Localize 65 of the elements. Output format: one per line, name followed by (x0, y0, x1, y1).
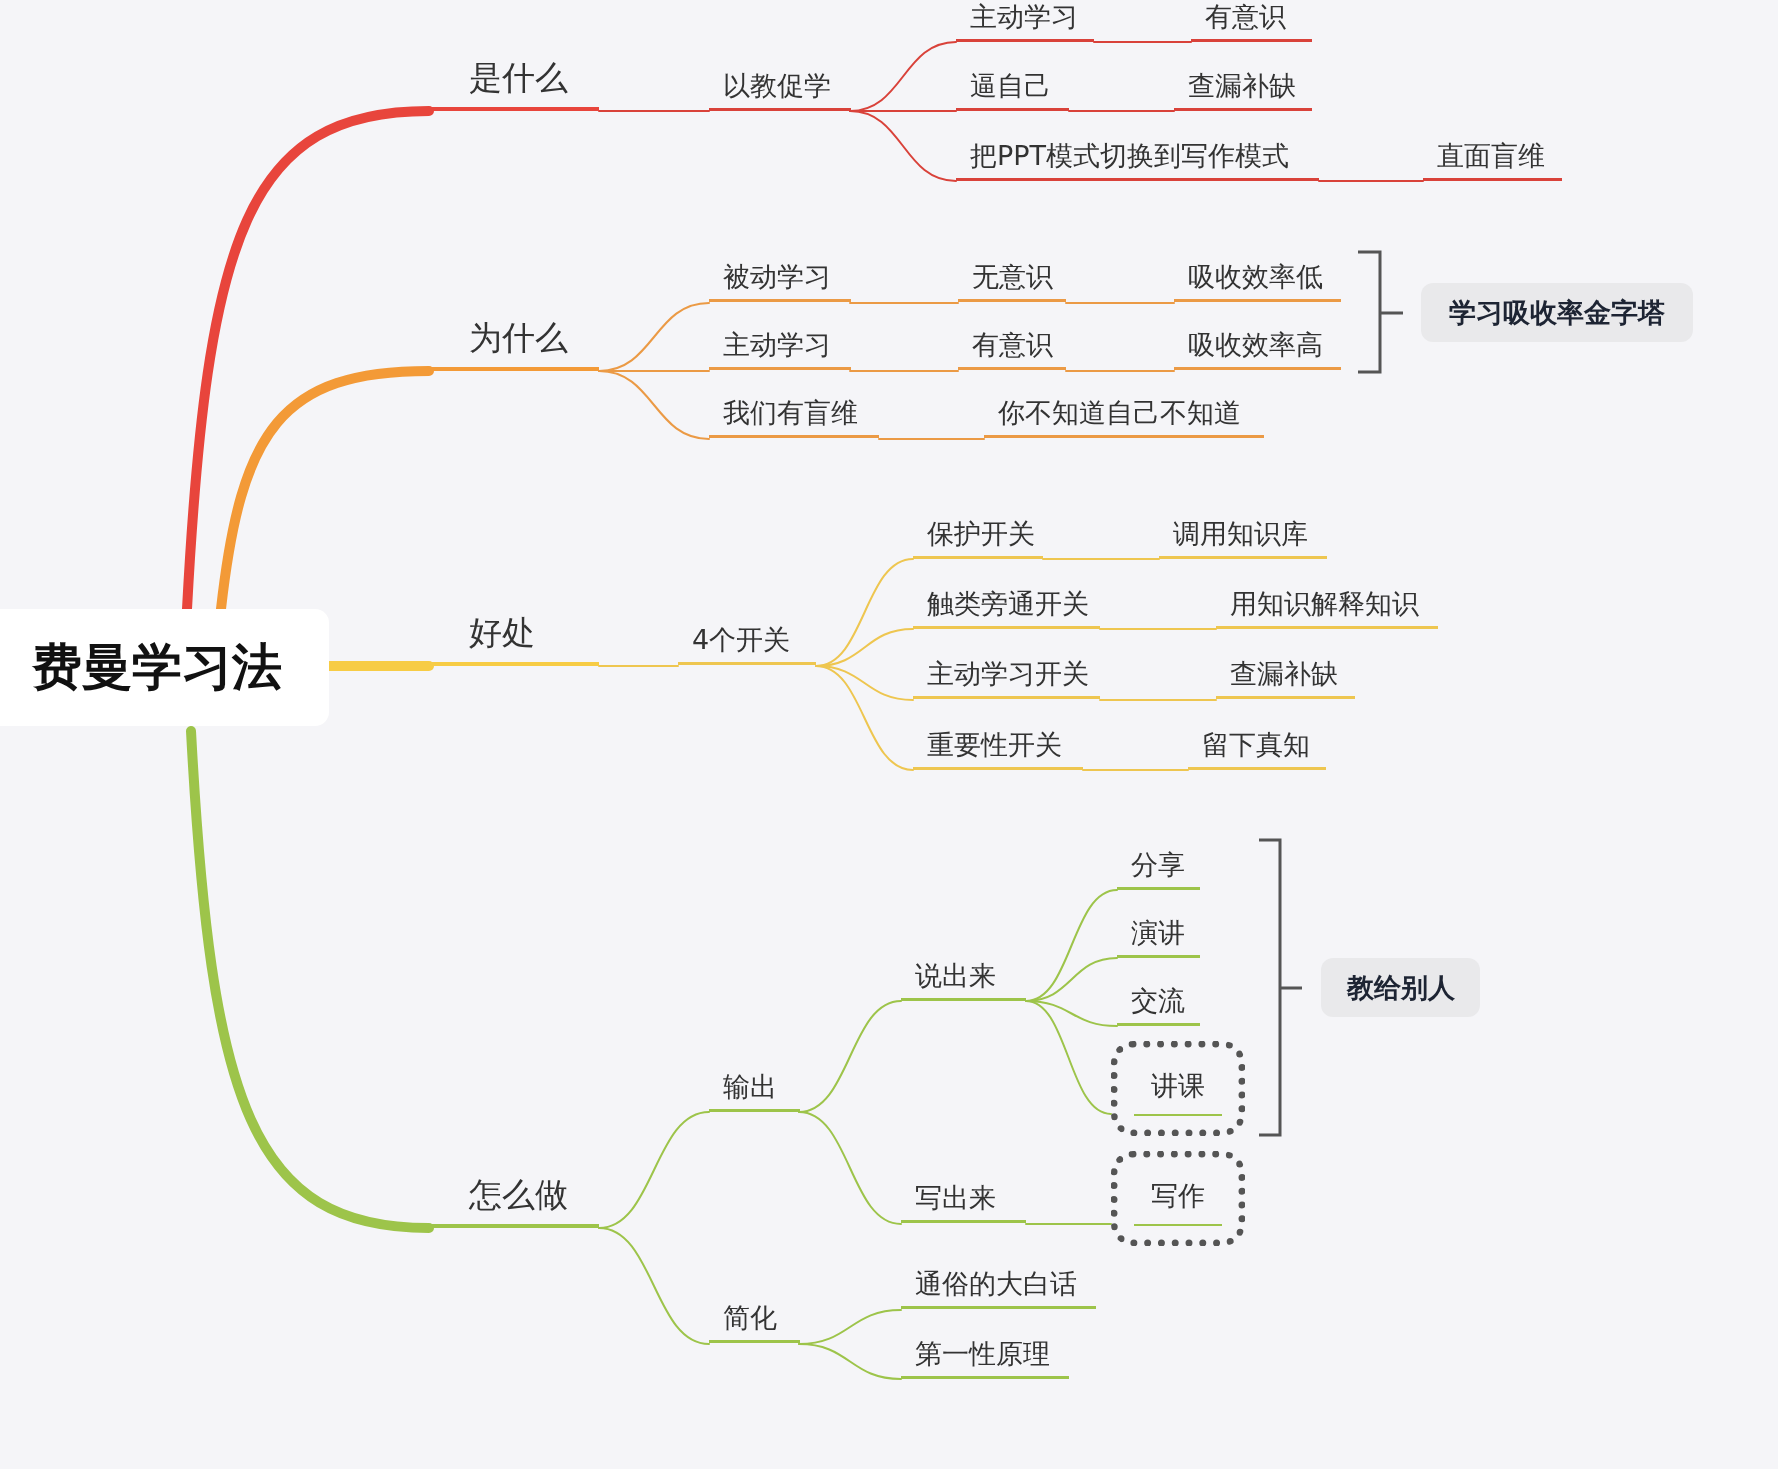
topic-label: 重要性开关 (913, 725, 1083, 770)
topic-label: 触类旁通开关 (913, 584, 1100, 629)
connector (1065, 370, 1175, 372)
topic-label: 查漏补缺 (1216, 654, 1355, 699)
topic-label: 直面盲维 (1423, 136, 1562, 181)
topic-label: 有意识 (958, 325, 1066, 370)
connector (849, 110, 957, 182)
topic-label: 我们有盲维 (709, 393, 879, 438)
topic-label: 怎么做 (429, 1169, 599, 1228)
topic-label: 吸收效率高 (1174, 325, 1341, 370)
dotted-topic-box: 写作 (1111, 1151, 1245, 1246)
topic-label: 是什么 (429, 52, 599, 111)
topic-label: 以教促学 (709, 66, 851, 111)
topic-label: 保护开关 (913, 514, 1043, 559)
topic-label: 为什么 (429, 312, 599, 371)
topic-label: 交流 (1117, 981, 1200, 1026)
connector (1065, 302, 1175, 304)
topic-label: 无意识 (958, 257, 1066, 302)
connector (1318, 180, 1424, 182)
topic-label: 演讲 (1117, 913, 1200, 958)
topic-label: 主动学习 (956, 0, 1094, 42)
topic-label: 主动学习 (709, 325, 851, 370)
topic-label: 吸收效率低 (1174, 257, 1341, 302)
topic-label: 简化 (709, 1298, 800, 1343)
connector (1068, 110, 1175, 112)
topic-label: 有意识 (1191, 0, 1312, 42)
topic-label: 你不知道自己不知道 (984, 393, 1264, 438)
dotted-topic-box: 讲课 (1111, 1041, 1245, 1136)
topic-label: 分享 (1117, 845, 1200, 890)
topic-label: 说出来 (901, 956, 1026, 1001)
connector (815, 665, 914, 771)
connector (878, 438, 985, 440)
connector (849, 370, 959, 372)
topic-label: 留下真知 (1188, 725, 1326, 770)
connector (1099, 628, 1217, 630)
topic-label: 好处 (429, 607, 599, 666)
connector (1025, 1223, 1112, 1225)
topic-label: 调用知识库 (1159, 514, 1327, 559)
topic-label: 第一性原理 (901, 1334, 1069, 1379)
topic-label: 把PPT模式切换到写作模式 (956, 136, 1319, 181)
connector (1099, 699, 1217, 701)
connector (849, 302, 959, 304)
connector (1082, 769, 1189, 771)
topic-label: 写出来 (901, 1178, 1026, 1223)
branch-connector (186, 726, 434, 1233)
connector (1093, 41, 1192, 43)
connector (598, 370, 710, 440)
topic-label: 用知识解释知识 (1216, 584, 1438, 629)
topic-label: 4个开关 (678, 620, 816, 665)
connector (798, 1111, 902, 1225)
topic-label: 通俗的大白话 (901, 1264, 1096, 1309)
connector (598, 1227, 710, 1345)
topic-label: 逼自己 (956, 66, 1069, 111)
summary-box: 教给别人 (1321, 958, 1480, 1017)
summary-box: 学习吸收率金字塔 (1421, 283, 1693, 342)
connector (1025, 1000, 1112, 1115)
connector (798, 1343, 902, 1380)
topic-label: 被动学习 (709, 257, 851, 302)
connector (1042, 558, 1160, 560)
central-topic-box: 费曼学习法 (0, 609, 329, 726)
topic-label: 主动学习开关 (913, 654, 1100, 699)
connector (598, 110, 710, 112)
topic-label: 输出 (709, 1067, 800, 1112)
topic-label: 查漏补缺 (1174, 66, 1312, 111)
connector (598, 665, 679, 667)
